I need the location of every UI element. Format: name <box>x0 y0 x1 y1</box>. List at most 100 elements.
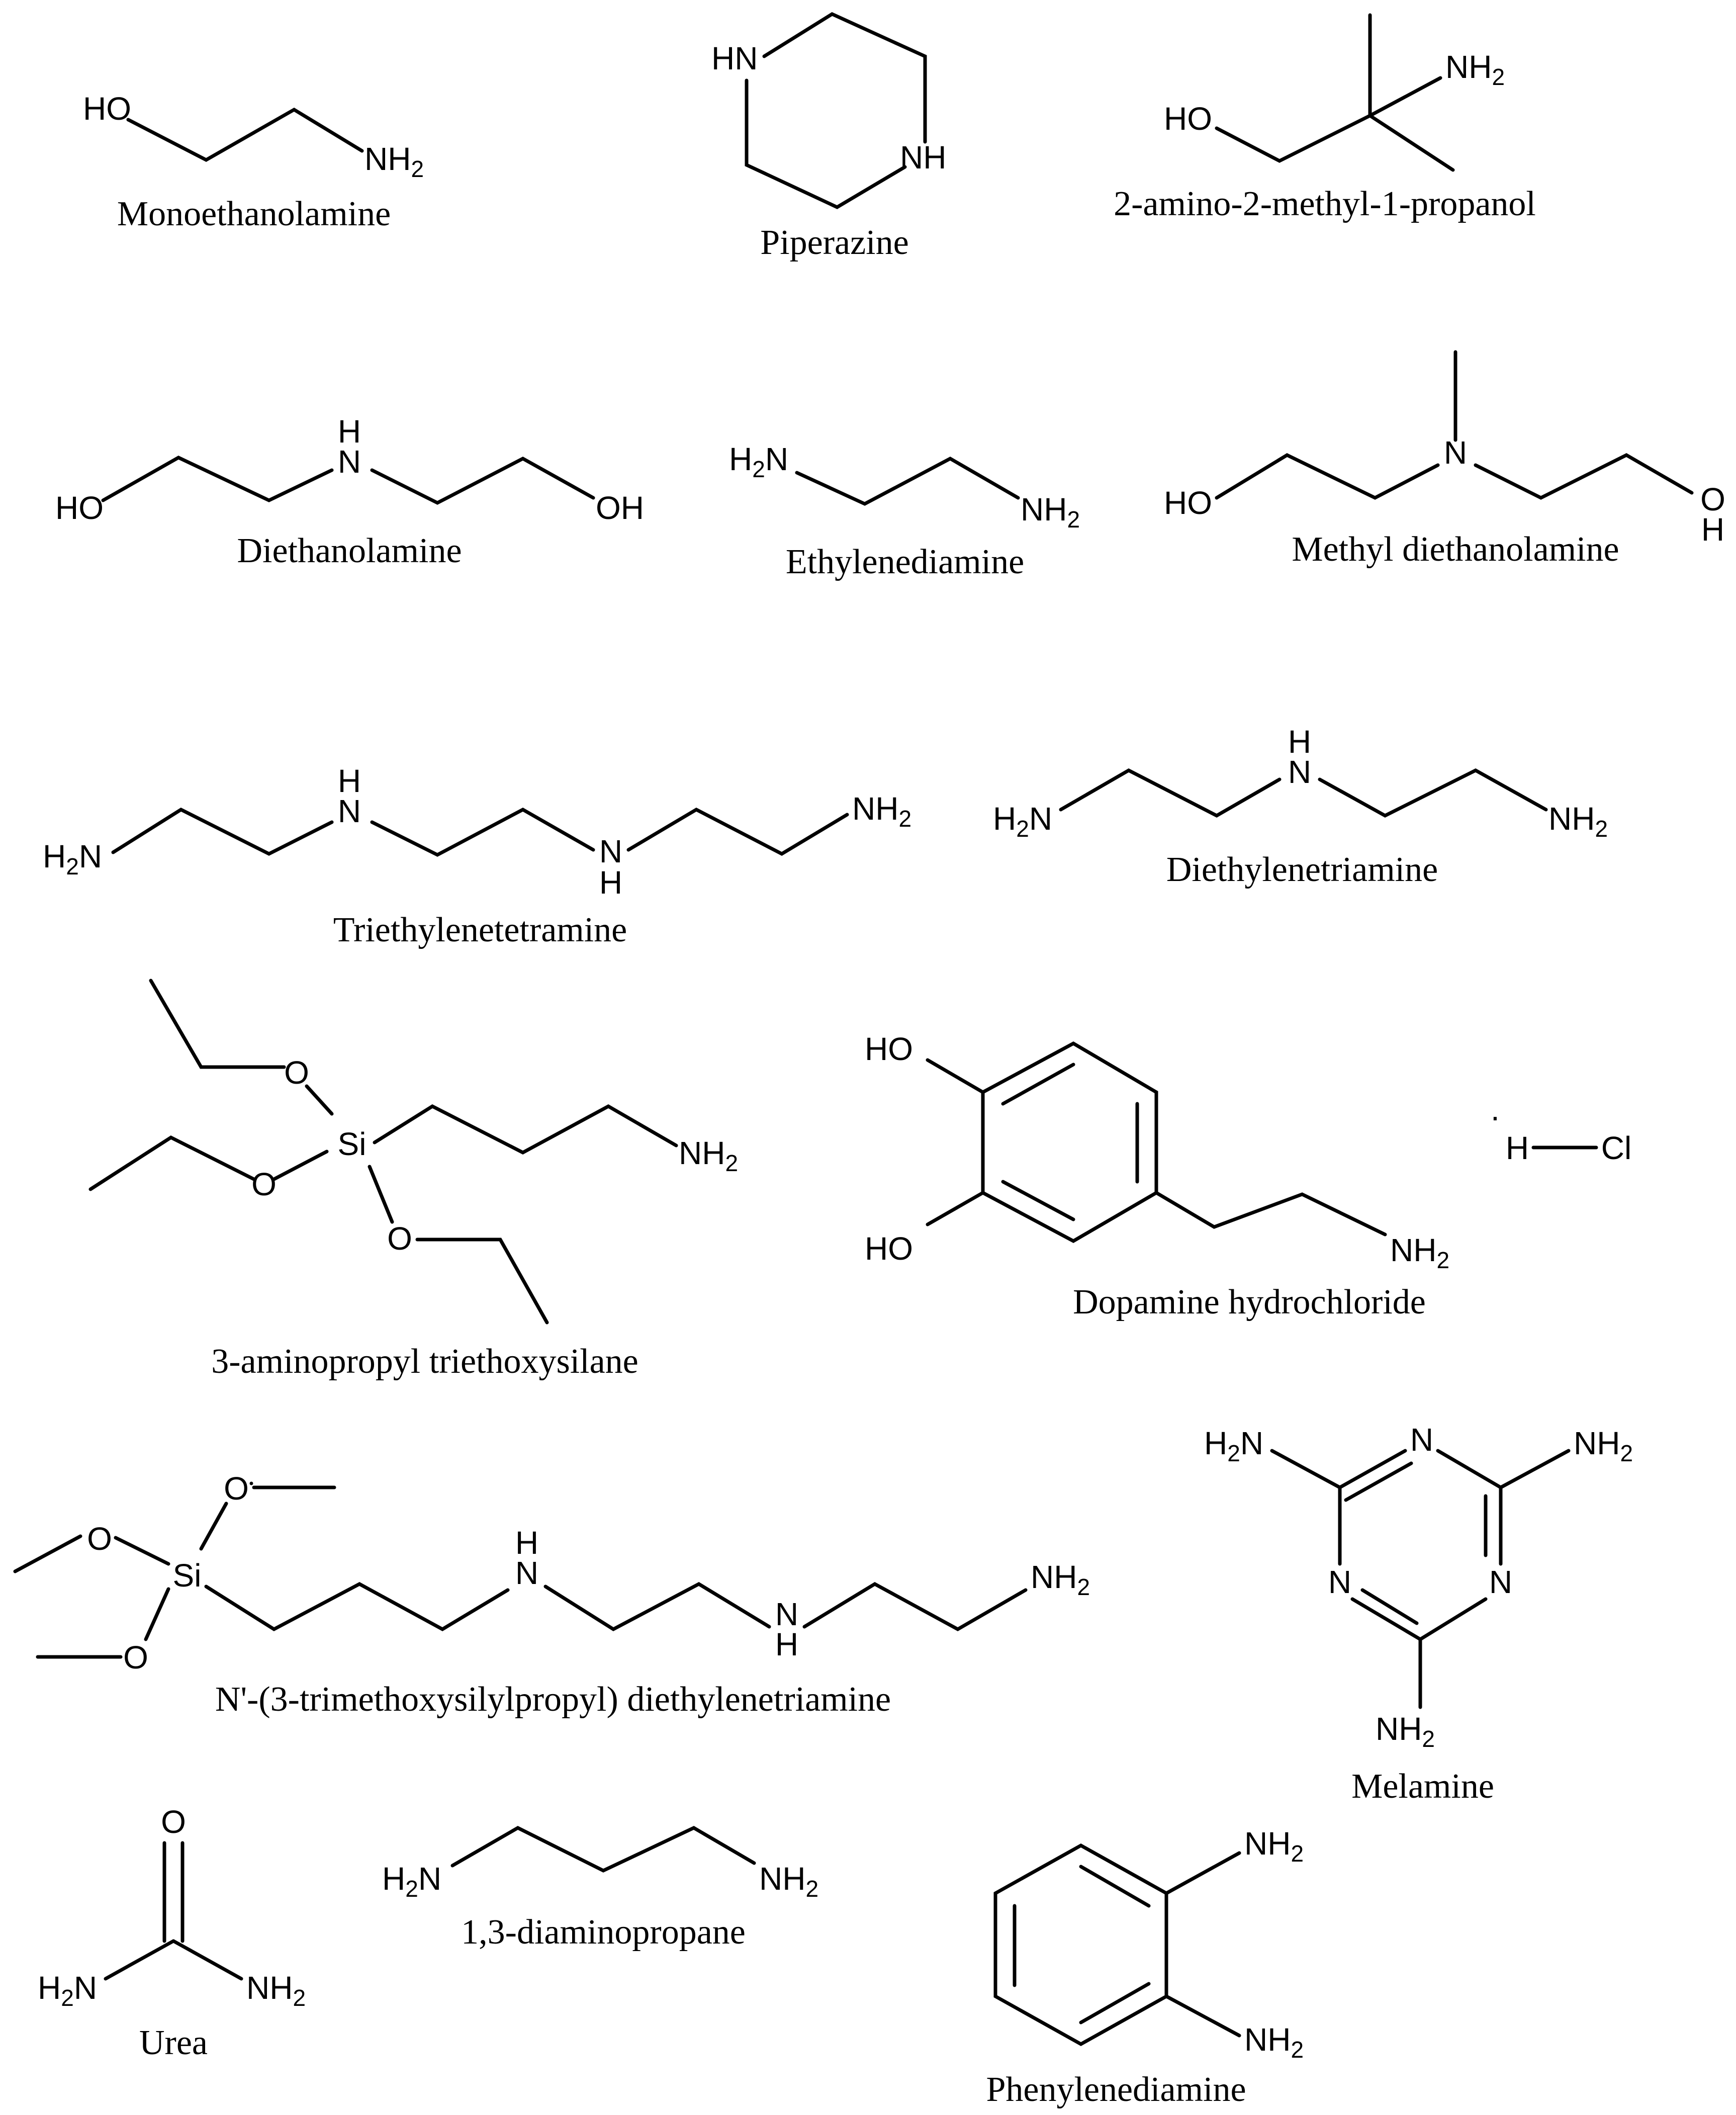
ethylenediamine-h2n-label: H2N <box>729 441 788 482</box>
amp-bonds <box>1215 13 1455 172</box>
h-text: H <box>993 801 1016 837</box>
molecule-2-amino-2-methyl-1-propanol: HO NH2 2-amino-2-methyl-1-propanol <box>1114 13 1536 223</box>
h-text: H <box>1204 1425 1227 1461</box>
molecule-diethylenetriamine: H2N H N NH2 Diethylenetriamine <box>993 724 1608 889</box>
subscript-2: 2 <box>805 1876 818 1902</box>
mdea-o-label: O <box>1700 481 1725 517</box>
amp-nh2-label: NH2 <box>1445 49 1505 90</box>
nh2-text: NH <box>1031 1559 1077 1595</box>
aptes-si-label: Si <box>338 1126 367 1162</box>
urea-name: Urea <box>139 2023 208 2062</box>
tmsp-deta-bonds <box>13 1481 1028 1659</box>
ethylenediamine-bonds <box>795 457 1020 506</box>
subscript-2: 2 <box>66 853 79 879</box>
molecule-trimethoxysilylpropyl-diethylenetriamine: O O Si O H N N H NH2 N'-(3-trimethoxysil… <box>13 1470 1090 1719</box>
monoethanolamine-bonds <box>126 107 364 162</box>
nh2-text: NH <box>1376 1711 1422 1747</box>
nh2-text: NH <box>1021 491 1067 527</box>
subscript-2: 2 <box>1620 1440 1633 1466</box>
melamine-ring-bonds <box>1338 1449 1503 1641</box>
amp-name: 2-amino-2-methyl-1-propanol <box>1114 185 1536 223</box>
diaminopropane-h2n-label: H2N <box>382 1861 441 1902</box>
teta-h2n-label: H2N <box>43 838 102 879</box>
urea-o-label: O <box>161 1804 186 1840</box>
subscript-2: 2 <box>1227 1440 1240 1466</box>
teta-name: Triethylenetetramine <box>333 911 627 949</box>
tmsp-deta-nh2-label: NH2 <box>1031 1559 1090 1600</box>
aptes-bonds <box>88 979 678 1325</box>
dopamine-nh2-label: NH2 <box>1390 1232 1449 1273</box>
urea-bonds <box>104 1841 243 1981</box>
n-text: N <box>765 441 788 477</box>
molecule-diethanolamine: HO H N OH Diethanolamine <box>55 413 644 570</box>
diethanolamine-n-label: N <box>338 444 361 480</box>
deta-name: Diethylenetriamine <box>1166 850 1438 889</box>
n-text: N <box>79 838 102 874</box>
h-text: H <box>43 838 66 874</box>
subscript-2: 2 <box>1492 64 1505 90</box>
molecule-phenylenediamine: NH2 NH2 Phenylenediamine <box>986 1825 1304 2109</box>
teta-h2-label: H <box>599 864 622 901</box>
diethanolamine-oh-label: OH <box>596 490 644 526</box>
teta-bonds <box>111 807 849 857</box>
molecule-monoethanolamine: HO NH2 Monoethanolamine <box>83 91 424 233</box>
subscript-2: 2 <box>61 1985 74 2011</box>
nh2-text: NH <box>1445 49 1492 85</box>
monoethanolamine-ho-label: HO <box>83 91 131 127</box>
piperazine-name: Piperazine <box>760 223 908 262</box>
tmsp-deta-h2-label: H <box>775 1626 798 1662</box>
dopamine-name: Dopamine hydrochloride <box>1073 1283 1426 1321</box>
aptes-o2-label: O <box>251 1166 277 1202</box>
dopamine-cl-label: Cl <box>1601 1130 1631 1166</box>
mdea-n-label: N <box>1444 434 1467 471</box>
tmsp-deta-o1-label: O <box>224 1470 249 1507</box>
molecule-3-aminopropyl-triethoxysilane: O Si O O NH2 3-aminopropyl triethoxysila… <box>88 979 738 1381</box>
nh2-text: NH <box>1574 1425 1620 1461</box>
diethanolamine-ho-label: HO <box>55 490 104 526</box>
nh2-text: NH <box>679 1135 725 1171</box>
ethylenediamine-nh2-label: NH2 <box>1021 491 1080 533</box>
ethylenediamine-name: Ethylenediamine <box>786 543 1024 581</box>
molecule-piperazine: HN NH Piperazine <box>711 12 946 262</box>
subscript-2: 2 <box>1067 506 1080 533</box>
teta-h1-label: H <box>338 763 361 799</box>
mdea-ho-label: HO <box>1164 485 1212 521</box>
n-text: N <box>74 1970 97 2006</box>
phenylenediamine-ring-bonds <box>993 1843 1168 2047</box>
nh2-text: NH <box>1244 1825 1291 1862</box>
aptes-o3-label: O <box>387 1220 412 1257</box>
molecule-melamine: H2N N NH2 N N NH2 Melamine <box>1204 1422 1633 1806</box>
piperazine-nh-label: NH <box>900 139 946 175</box>
dopamine-ho1-label: HO <box>865 1031 913 1067</box>
aptes-o1-label: O <box>284 1054 309 1091</box>
diethanolamine-name: Diethanolamine <box>237 532 462 570</box>
subscript-2: 2 <box>1436 1247 1449 1273</box>
dopamine-ring-bonds <box>981 1041 1158 1244</box>
nh2-text: NH <box>1244 2021 1291 2058</box>
dopamine-substituent-bonds <box>926 1058 1598 1237</box>
molecule-methyl-diethanolamine: HO N O H Methyl diethanolamine <box>1164 350 1725 569</box>
nh2-text: NH <box>759 1861 805 1897</box>
nh2-text: NH <box>1390 1232 1436 1268</box>
h-text: H <box>382 1861 405 1897</box>
nh2-text: NH <box>246 1970 293 2006</box>
piperazine-hn-label: HN <box>711 40 758 76</box>
subscript-2: 2 <box>1595 816 1608 842</box>
molecule-dopamine-hydrochloride: HO HO NH2 . H Cl Dopamine hydrochloride <box>865 1031 1631 1321</box>
nh2-text: NH <box>852 790 898 827</box>
teta-nh2-label: NH2 <box>852 790 911 832</box>
subscript-2: 2 <box>293 1985 306 2011</box>
tmsp-deta-name: N'-(3-trimethoxysilylpropyl) diethylenet… <box>215 1680 891 1719</box>
molecule-urea: O H2N NH2 Urea <box>38 1804 306 2062</box>
melamine-nh2-bottom-label: NH2 <box>1376 1711 1435 1752</box>
melamine-n-top-label: N <box>1410 1422 1433 1458</box>
tmsp-deta-o3-label: O <box>123 1639 148 1676</box>
melamine-n-right-label: N <box>1489 1564 1512 1600</box>
nh2-text: NH <box>1548 801 1595 837</box>
deta-h-label: H <box>1288 724 1311 760</box>
tmsp-deta-o2-label: O <box>87 1521 112 1557</box>
subscript-2: 2 <box>898 806 911 832</box>
subscript-2: 2 <box>1077 1574 1090 1600</box>
subscript-2: 2 <box>411 156 424 182</box>
tmsp-deta-n2-label: N <box>775 1596 798 1632</box>
